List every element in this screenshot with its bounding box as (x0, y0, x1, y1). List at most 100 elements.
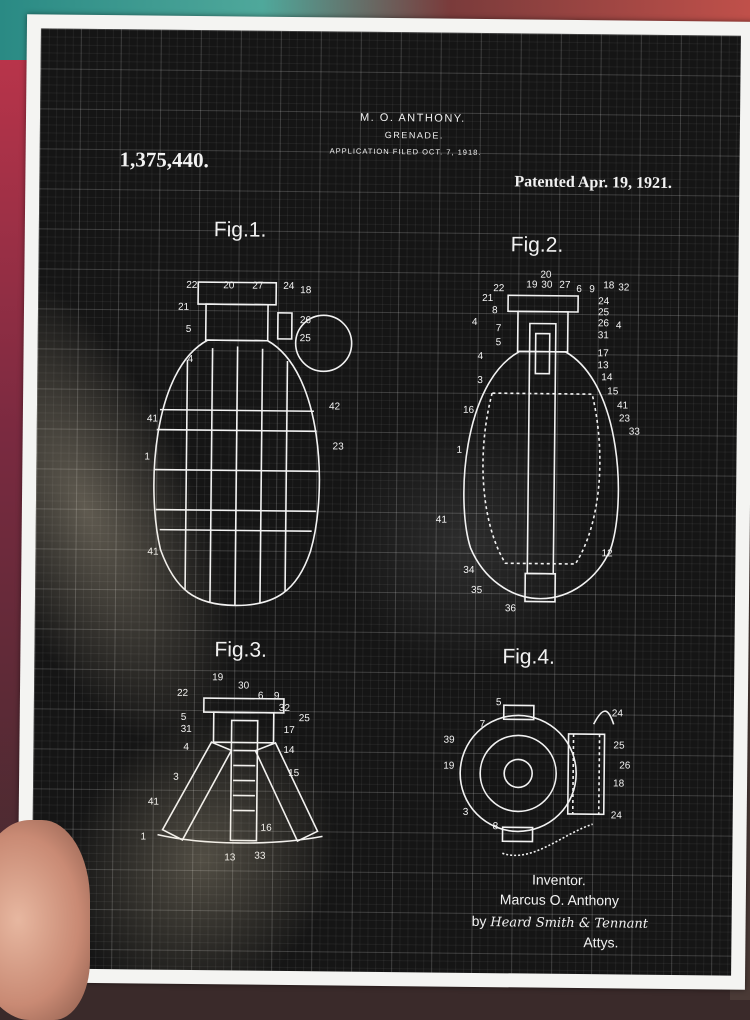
label: 32 (618, 282, 630, 293)
label: 41 (147, 547, 159, 558)
patent-title: GRENADE. (384, 129, 444, 141)
label: 4 (183, 742, 189, 753)
label: 20 (540, 270, 552, 281)
label: 19 (526, 279, 538, 290)
label: 4 (472, 317, 478, 328)
label: 35 (471, 585, 483, 596)
label: 9 (274, 691, 280, 702)
fig1-label: Fig.1. (213, 218, 267, 242)
label: 5 (181, 712, 187, 723)
label: 3 (463, 807, 469, 818)
label: 12 (601, 548, 613, 559)
label: 25 (299, 713, 311, 724)
label: 22 (493, 283, 505, 294)
label: 41 (617, 400, 629, 411)
label: 30 (238, 680, 250, 691)
label: 13 (224, 852, 236, 863)
attorneys-line: by Heard Smith & Tennant (472, 913, 649, 932)
label: 26 (619, 760, 631, 771)
label: 9 (589, 284, 595, 295)
fig4-top-view-drawing (459, 704, 615, 857)
label: 33 (629, 427, 641, 438)
label: 41 (147, 413, 159, 424)
label: 17 (598, 348, 610, 359)
fig3-labels: 19 30 6 9 22 32 25 5 17 31 14 4 15 3 41 … (140, 672, 311, 863)
label: 31 (598, 330, 610, 341)
label: 30 (541, 280, 553, 291)
label: 19 (212, 672, 224, 683)
fig3-label: Fig.3. (214, 638, 268, 662)
label: 1 (140, 831, 146, 842)
label: 15 (288, 768, 300, 779)
attys-label: Attys. (583, 934, 619, 951)
patent-poster: 22 20 27 24 18 21 5 26 25 4 42 41 1 23 4… (16, 14, 750, 990)
patented-date: Patented Apr. 19, 1921. (514, 173, 673, 192)
fig2-labels: 20 19 30 27 6 9 18 32 22 21 8 24 25 26 4… (436, 270, 641, 615)
label: 15 (607, 386, 619, 397)
label: 18 (613, 778, 625, 789)
inventor-name: Marcus O. Anthony (499, 891, 619, 909)
label: 23 (333, 441, 345, 452)
fig2-label: Fig.2. (510, 233, 564, 257)
inventor-label: Inventor. (531, 871, 586, 889)
label: 21 (178, 302, 190, 313)
label: 25 (300, 333, 312, 344)
label: 41 (148, 797, 160, 808)
label: 25 (598, 307, 610, 318)
blueprint-print: 22 20 27 24 18 21 5 26 25 4 42 41 1 23 4… (31, 28, 741, 976)
label: 21 (482, 293, 494, 304)
label: 22 (177, 688, 189, 699)
label: 27 (252, 281, 264, 292)
label: 8 (492, 305, 498, 316)
label: 24 (612, 708, 624, 719)
label: 20 (223, 280, 235, 291)
label: 24 (611, 810, 623, 821)
label: 3 (477, 375, 483, 386)
label: 4 (477, 351, 483, 362)
label: 18 (603, 280, 615, 291)
label: 26 (300, 315, 312, 326)
patent-drawings: 22 20 27 24 18 21 5 26 25 4 42 41 1 23 4… (140, 270, 641, 864)
label: 5 (496, 337, 502, 348)
label: 23 (619, 413, 631, 424)
patent-number: 1,375,440. (119, 147, 209, 173)
fig4-labels: 5 24 7 39 25 19 26 18 3 8 24 (443, 697, 631, 832)
label: 31 (181, 724, 193, 735)
fig3-partial-drawing (157, 697, 323, 844)
fig1-labels: 22 20 27 24 18 21 5 26 25 4 42 41 1 23 4… (144, 280, 345, 558)
label: 39 (443, 735, 455, 746)
label: 34 (463, 565, 475, 576)
label: 14 (283, 745, 295, 756)
label: 17 (284, 725, 296, 736)
label: 7 (480, 719, 486, 730)
fig1-grenade-drawing (153, 281, 353, 607)
label: 36 (505, 603, 517, 614)
label: 33 (254, 851, 266, 862)
attorneys-signature: Heard Smith & Tennant (490, 915, 649, 932)
fig2-section-drawing (463, 294, 620, 603)
label: 18 (300, 285, 312, 296)
label: 32 (279, 703, 291, 714)
label: 42 (329, 401, 341, 412)
by-word: by (471, 912, 487, 930)
filing-date: APPLICATION FILED OCT. 7, 1918. (329, 146, 482, 157)
label: 5 (496, 697, 502, 708)
label: 26 (598, 318, 610, 329)
label: 7 (496, 323, 502, 334)
label: 5 (186, 324, 192, 335)
label: 1 (456, 445, 462, 456)
label: 24 (598, 296, 610, 307)
label: 16 (261, 823, 273, 834)
label: 24 (283, 281, 295, 292)
inventor-header: M. O. ANTHONY. (359, 111, 466, 125)
label: 14 (601, 372, 613, 383)
label: 8 (493, 821, 499, 832)
label: 4 (616, 320, 622, 331)
label: 4 (187, 354, 193, 365)
label: 27 (559, 280, 571, 291)
label: 13 (597, 360, 609, 371)
label: 6 (576, 284, 582, 295)
fig4-label: Fig.4. (502, 645, 556, 669)
label: 25 (613, 740, 625, 751)
label: 19 (443, 761, 455, 772)
